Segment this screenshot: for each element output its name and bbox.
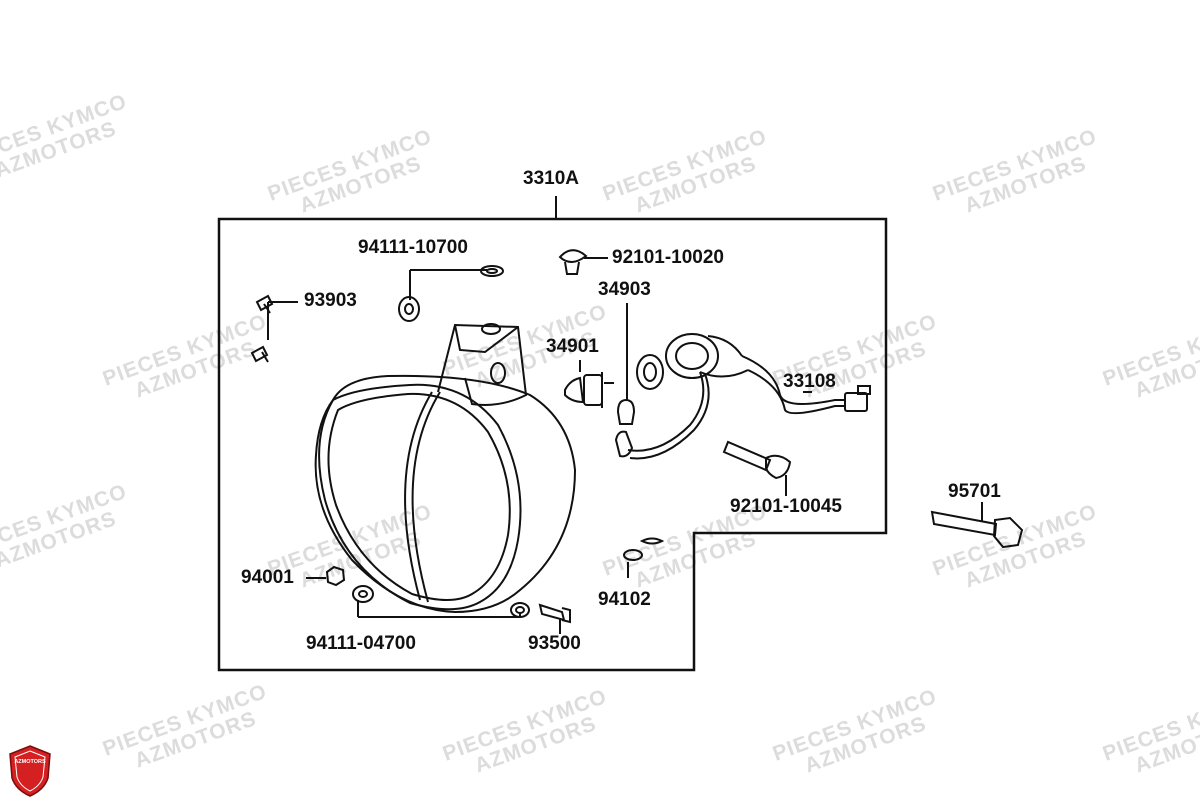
washer-04700-a-inner — [358, 590, 368, 598]
washer-large-inner — [404, 303, 414, 315]
part-label-92101-10020: 92101-10020 — [612, 247, 724, 268]
washer-04700-a — [352, 585, 374, 603]
assembly-label: 3310A — [523, 168, 579, 189]
clip-94102-a — [623, 549, 643, 561]
azmotors-logo: AZMOTORS — [9, 745, 51, 797]
screw-93500 — [538, 603, 571, 624]
headlight-bracket — [437, 323, 528, 406]
bulb-base — [583, 374, 603, 406]
bolt-10045-head — [765, 454, 792, 480]
socket-ring-a-inner — [643, 362, 657, 382]
socket-ring-b-inner — [675, 342, 709, 370]
pilot-bulb — [616, 398, 636, 425]
clip-94102-b — [639, 537, 665, 545]
lens-divider — [404, 391, 433, 601]
part-label-92101-10045: 92101-10045 — [730, 496, 842, 517]
washer-04700-b-inner — [515, 606, 525, 614]
assembly-frame — [217, 217, 888, 672]
screw-93903-b — [250, 345, 269, 363]
pilot-socket — [614, 430, 634, 458]
lens-divider-b — [411, 391, 441, 603]
part-label-33108: 33108 — [783, 371, 836, 392]
socket-rubber — [699, 335, 749, 378]
bracket-hole-side — [490, 362, 506, 384]
bolt-10045-shank — [722, 440, 772, 472]
bolt-95701-shank — [930, 510, 998, 537]
wire-pilot — [627, 371, 705, 452]
wire-harness-b — [747, 369, 845, 415]
part-label-94001: 94001 — [241, 567, 294, 588]
bracket-ear — [454, 324, 519, 354]
part-label-94111-04700: 94111-04700 — [306, 633, 416, 654]
socket-ring-b — [665, 333, 719, 379]
nut-94001 — [325, 565, 346, 587]
part-label-94102: 94102 — [598, 589, 651, 610]
bulb-glass — [564, 376, 585, 404]
part-label-93903: 93903 — [304, 290, 357, 311]
headlight-housing — [314, 374, 577, 614]
screw-93903-a — [255, 294, 274, 314]
bolt-shank-10020 — [564, 261, 580, 275]
washer-small — [480, 265, 504, 277]
part-label-94111-10700: 94111-10700 — [358, 237, 468, 258]
washer-large — [398, 296, 420, 322]
logo-text: AZMOTORS — [14, 759, 46, 765]
part-label-93500: 93500 — [528, 633, 581, 654]
bracket-hole-top — [481, 323, 501, 335]
part-label-95701: 95701 — [948, 481, 1001, 502]
part-label-34901: 34901 — [546, 336, 599, 357]
washer-small-inner — [486, 268, 498, 274]
harness-connector — [844, 392, 868, 412]
wire-pilot-b — [629, 373, 710, 460]
washer-04700-b — [510, 602, 530, 618]
headlight-rim-outer — [318, 383, 522, 611]
bolt-95701-head — [992, 516, 1024, 549]
bolt-head-10020 — [558, 249, 588, 264]
harness-connector-tab — [857, 385, 871, 395]
part-label-34903: 34903 — [598, 279, 651, 300]
headlight-rim-inner — [327, 392, 511, 601]
socket-ring-a — [636, 354, 664, 390]
